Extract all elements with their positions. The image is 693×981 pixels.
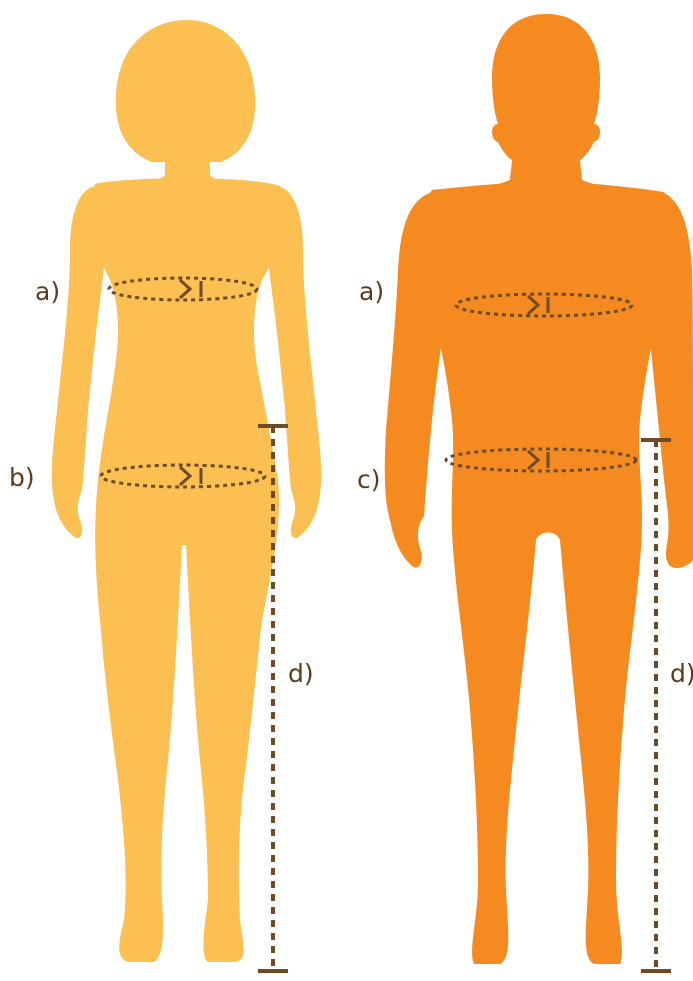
- male-figure: [385, 14, 693, 964]
- female-hip-label: b): [9, 465, 35, 490]
- female-bust-label: a): [35, 279, 60, 304]
- male-right-arm: [643, 192, 693, 568]
- male-leg-measure: [641, 440, 671, 971]
- female-head: [116, 20, 255, 162]
- male-waist-label: c): [357, 467, 381, 492]
- female-figure: [52, 20, 321, 962]
- female-leg-label: d): [288, 661, 314, 686]
- male-leg-label: d): [670, 661, 693, 686]
- male-left-arm: [385, 192, 453, 568]
- male-chest-label: a): [359, 279, 384, 304]
- male-head: [492, 14, 600, 172]
